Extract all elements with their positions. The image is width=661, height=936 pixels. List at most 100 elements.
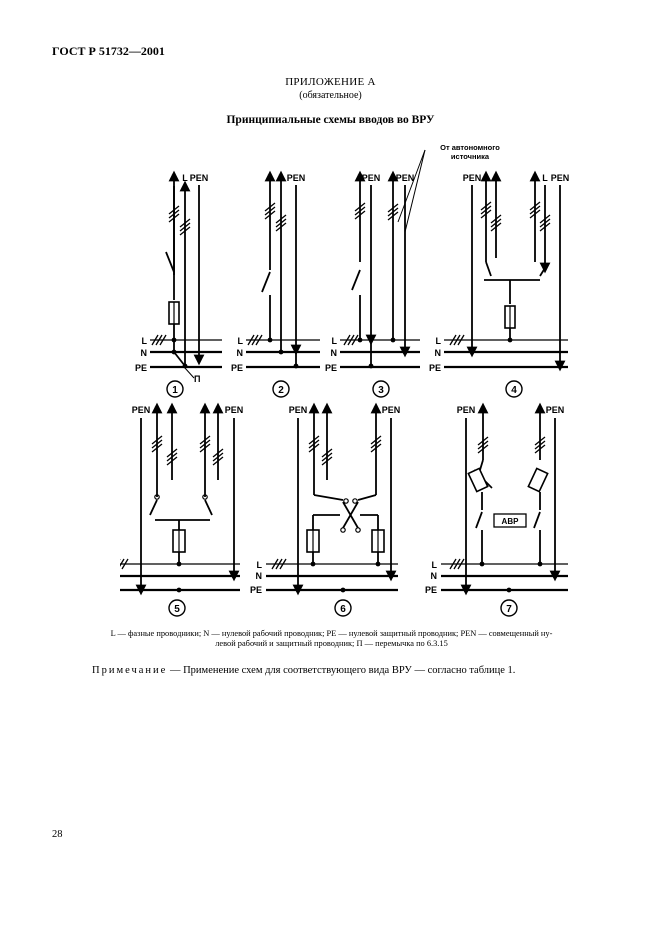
conductor-label: L <box>182 173 188 183</box>
phase-hatch <box>539 222 551 232</box>
busbar-label: N <box>141 348 148 358</box>
conductor-label: L <box>390 173 396 183</box>
junction-dot <box>557 363 563 369</box>
phase-hatch <box>251 334 259 346</box>
conductor-label: L <box>171 173 177 183</box>
phase-hatch <box>539 218 551 228</box>
scheme-number-circle <box>168 599 186 617</box>
phase-hatch <box>449 558 457 570</box>
appendix-title: ПРИЛОЖЕНИЕ А <box>285 76 376 88</box>
junction-dot <box>463 587 469 593</box>
phase-hatch <box>354 202 366 212</box>
phase-hatch <box>199 439 211 449</box>
phase-hatch <box>199 443 211 453</box>
scheme-number: 6 <box>340 604 346 615</box>
phase-hatch <box>534 436 546 446</box>
conductor-label: L <box>483 173 489 183</box>
busbar-label: L <box>257 560 263 570</box>
conductor-label: PEN <box>396 173 415 183</box>
fuse <box>467 467 489 493</box>
phase-hatch <box>275 214 287 224</box>
junction-dot <box>310 561 316 567</box>
phase-hatch <box>539 214 551 224</box>
conductor-label: PEN <box>289 405 308 415</box>
phase-hatch <box>120 558 125 567</box>
switch-blade <box>351 269 361 291</box>
phase-hatch <box>212 452 224 462</box>
conductor-label: L <box>532 173 538 183</box>
phase-hatch <box>199 435 211 445</box>
phase-hatch <box>275 222 287 232</box>
conductor-label: PEN <box>457 405 476 415</box>
phase-hatch <box>166 452 178 462</box>
phase-hatch <box>343 334 351 346</box>
source-leader <box>397 149 426 223</box>
conductor-label: PEN <box>551 173 570 183</box>
phase-hatch <box>212 456 224 466</box>
phase-hatch <box>275 558 283 570</box>
schematic-diagram: От автономного источника L L PEN L L PEN… <box>120 143 570 617</box>
jumper <box>173 351 186 367</box>
phase-hatch <box>308 435 320 445</box>
legend: L — фазные проводники; N — нулевой рабоч… <box>44 629 619 649</box>
switch-blade <box>165 251 175 273</box>
busbar-label: PE <box>325 363 337 373</box>
junction-dot <box>506 587 512 593</box>
switch-blade <box>313 494 344 501</box>
source-label: источника <box>451 152 490 161</box>
conductor-label: PEN <box>287 173 306 183</box>
busbar-label: PE <box>429 363 441 373</box>
phase-hatch <box>151 334 159 346</box>
scheme-number: 2 <box>278 385 284 396</box>
phase-hatch <box>480 209 492 219</box>
junction-dot <box>552 573 558 579</box>
phase-hatch <box>370 439 382 449</box>
phase-hatch <box>457 334 465 346</box>
phase-hatch <box>247 334 255 346</box>
phase-hatch <box>179 218 191 228</box>
scheme-number-circle <box>500 599 518 617</box>
phase-hatch <box>370 435 382 445</box>
phase-hatch <box>151 443 163 453</box>
phase-hatch <box>121 558 129 570</box>
conductor-label: PEN <box>132 405 151 415</box>
source-leader <box>404 149 426 233</box>
junction-dot <box>537 561 543 567</box>
busbar-label: PE <box>425 585 437 595</box>
conductor-label: L <box>480 405 486 415</box>
contact-ring <box>352 498 358 504</box>
contact-ring <box>355 527 361 533</box>
phase-hatch <box>151 435 163 445</box>
phase-hatch <box>449 334 457 346</box>
scheme-number: 3 <box>378 385 384 396</box>
scheme-number: 1 <box>172 385 178 396</box>
phase-hatch <box>529 209 541 219</box>
scheme-number-circle <box>166 380 184 398</box>
junction-dot <box>340 587 346 593</box>
figure-title: Принципиальные схемы вводов во ВРУ <box>226 114 435 126</box>
junction-dot <box>171 337 177 343</box>
phase-hatch <box>477 436 489 446</box>
avr-box <box>493 513 527 528</box>
note-text: — Применение схем для соответствующего в… <box>167 665 516 676</box>
jumper-label: П <box>194 374 200 384</box>
phase-hatch <box>155 334 163 346</box>
busbar-label: PE <box>135 363 147 373</box>
phase-hatch <box>321 456 333 466</box>
phase-hatch <box>534 444 546 454</box>
phase-hatch <box>354 210 366 220</box>
phase-hatch <box>480 201 492 211</box>
phase-hatch <box>453 558 461 570</box>
conductor-label: L <box>278 173 284 183</box>
switch-blade <box>261 271 271 293</box>
busbar-label: L <box>142 336 148 346</box>
junction-dot <box>479 561 485 567</box>
scheme-number: 5 <box>174 604 180 615</box>
standard-code: ГОСТ Р 51732—2001 <box>52 44 165 58</box>
page-number: 28 <box>52 829 63 840</box>
conductor-label: L <box>542 173 548 183</box>
junction-dot <box>293 363 299 369</box>
phase-hatch <box>264 210 276 220</box>
junction-dot <box>176 561 182 567</box>
busbar-label: PE <box>250 585 262 595</box>
